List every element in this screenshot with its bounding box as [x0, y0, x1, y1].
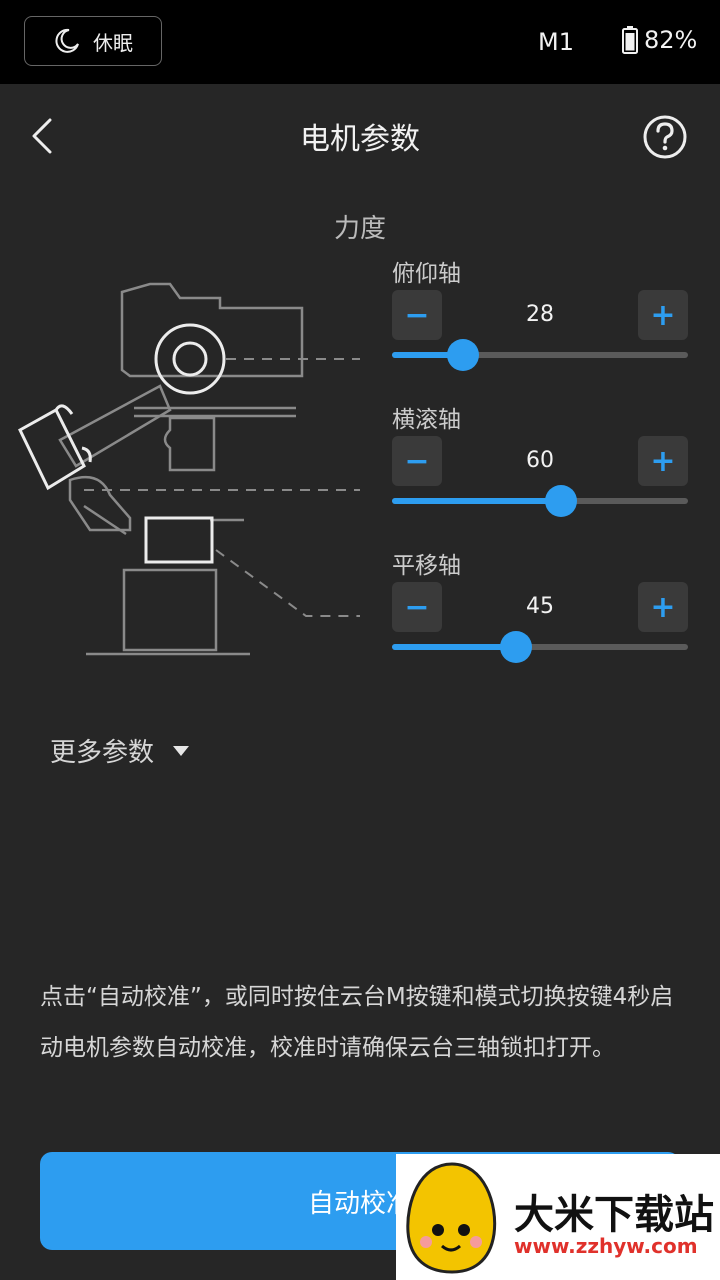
watermark-logo-icon	[406, 1162, 497, 1274]
slider-fill	[392, 352, 464, 358]
more-params-toggle[interactable]: 更多参数	[50, 732, 190, 769]
pan-axis-control: 平移轴 − 45 +	[392, 546, 688, 686]
auto-calibrate-label: 自动校准	[307, 1188, 412, 1219]
axis-label: 俯仰轴	[392, 261, 461, 287]
increase-button[interactable]: +	[638, 436, 688, 486]
pitch-axis-control: 俯仰轴 − 28 +	[392, 254, 688, 394]
axis-value: 28	[526, 302, 554, 327]
caret-down-icon	[173, 745, 190, 756]
decrease-button[interactable]: −	[392, 582, 442, 632]
help-icon[interactable]	[642, 114, 688, 160]
decrease-button[interactable]: −	[392, 436, 442, 486]
slider-handle[interactable]	[500, 631, 533, 663]
battery-percent: 82%	[644, 26, 698, 54]
more-params-label: 更多参数	[50, 738, 155, 768]
back-icon[interactable]	[28, 116, 58, 156]
strength-slider[interactable]	[392, 485, 688, 517]
watermark: 大米下载站 www.zzhyw.com	[396, 1154, 720, 1280]
sleep-label: 休眠	[93, 30, 133, 55]
page-title: 电机参数	[300, 122, 420, 157]
strength-slider[interactable]	[392, 631, 688, 663]
axis-label: 平移轴	[392, 553, 461, 579]
strength-slider[interactable]	[392, 339, 688, 371]
slider-fill	[392, 644, 517, 650]
sleep-button[interactable]: 休眠	[24, 16, 162, 66]
mode-indicator: M1	[538, 28, 574, 56]
status-bar: 休眠 M1 82%	[0, 0, 720, 84]
decrease-button[interactable]: −	[392, 290, 442, 340]
axis-label: 横滚轴	[392, 407, 461, 433]
watermark-title: 大米下载站	[514, 1192, 714, 1238]
slider-handle[interactable]	[544, 485, 577, 517]
gimbal-illustration	[18, 282, 360, 656]
watermark-url: www.zzhyw.com	[514, 1234, 698, 1258]
axis-value: 60	[526, 448, 554, 473]
calibration-description: 点击“自动校准”，或同时按住云台M按键和模式切换按键4秒启动电机参数自动校准，校…	[40, 984, 674, 1061]
battery-icon	[622, 26, 638, 54]
battery-indicator: 82%	[622, 26, 697, 54]
increase-button[interactable]: +	[638, 582, 688, 632]
slider-fill	[392, 498, 561, 504]
section-title: 力度	[333, 214, 386, 244]
slider-handle[interactable]	[447, 339, 480, 371]
axis-value: 45	[526, 594, 554, 619]
increase-button[interactable]: +	[638, 290, 688, 340]
moon-icon	[55, 28, 79, 53]
roll-axis-control: 横滚轴 − 60 +	[392, 400, 688, 540]
